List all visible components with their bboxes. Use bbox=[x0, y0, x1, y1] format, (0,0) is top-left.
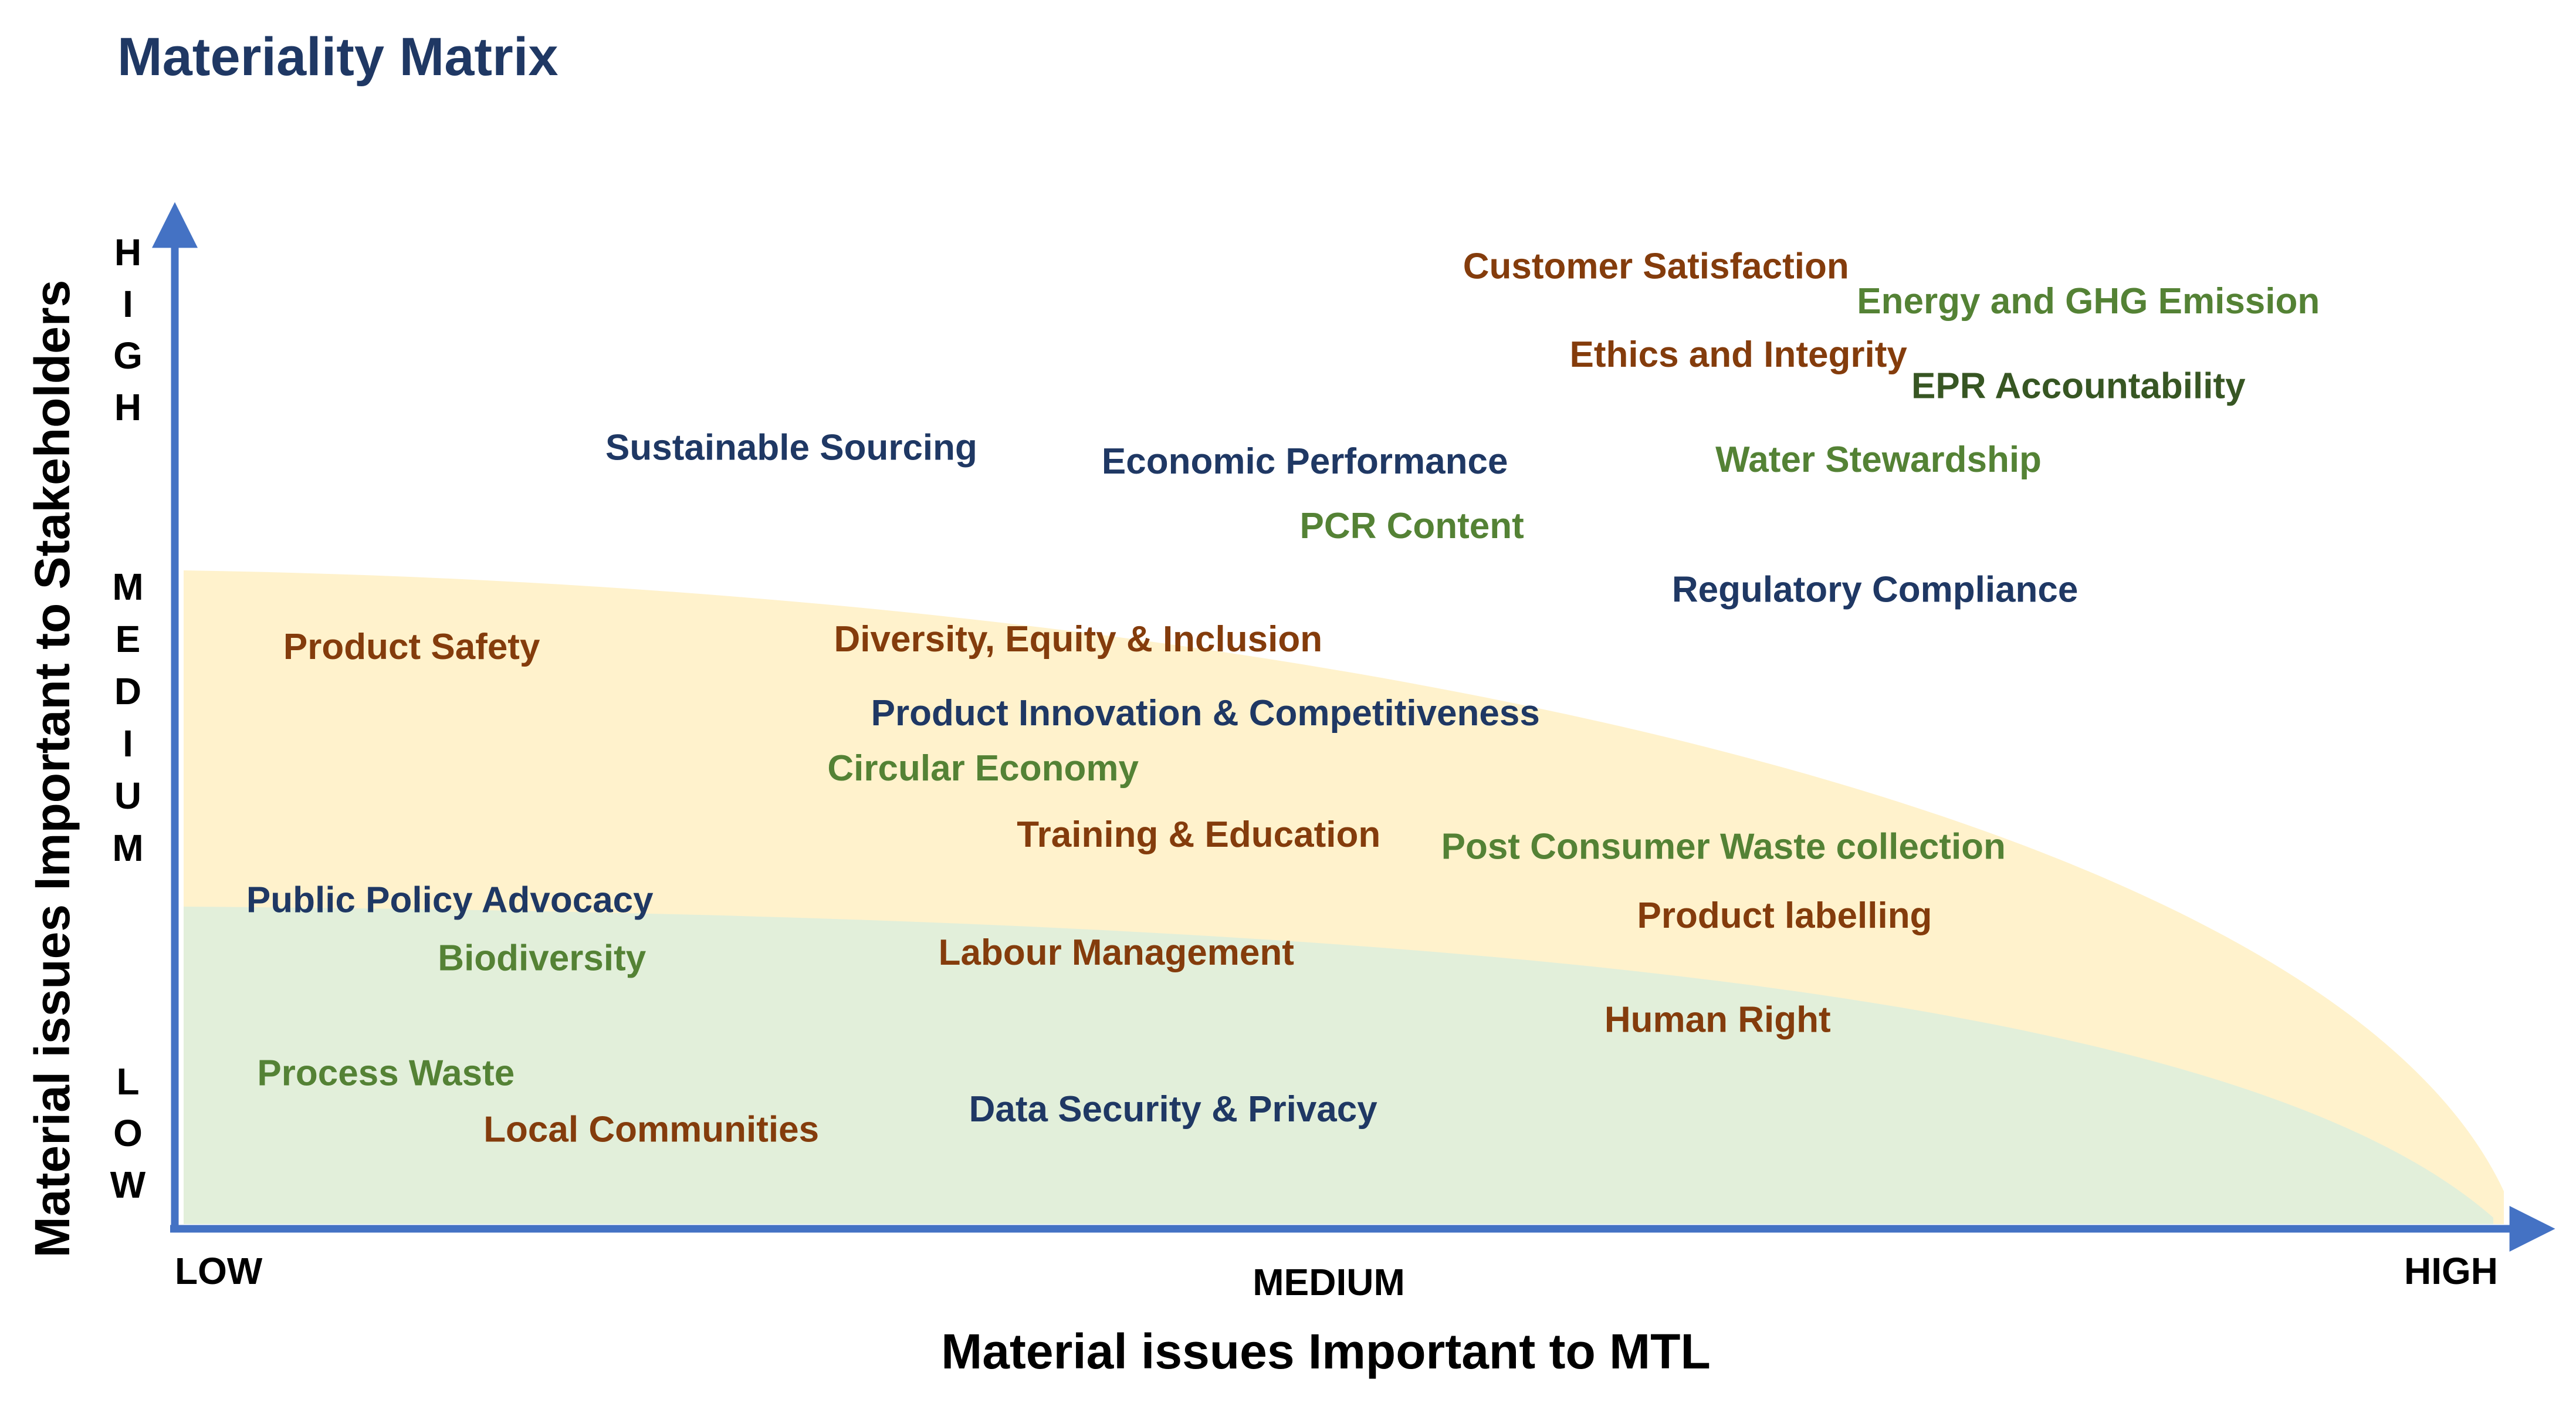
issue-label: Circular Economy bbox=[827, 748, 1139, 789]
issue-label: Economic Performance bbox=[1102, 441, 1508, 482]
issue-label: Customer Satisfaction bbox=[1463, 246, 1849, 286]
y-level-medium: MEDIUM bbox=[112, 566, 143, 869]
y-level-low-letter: O bbox=[113, 1112, 143, 1154]
issue-label: Sustainable Sourcing bbox=[605, 428, 977, 468]
issue-label: Data Security & Privacy bbox=[969, 1089, 1378, 1130]
issue-label: PCR Content bbox=[1300, 506, 1524, 546]
y-level-medium-letter: E bbox=[116, 618, 141, 660]
y-level-high-letter: H bbox=[114, 386, 141, 428]
y-level-medium-letter: U bbox=[114, 775, 141, 817]
x-tick-high: HIGH bbox=[2404, 1250, 2498, 1292]
issue-label: Product Safety bbox=[283, 627, 540, 667]
y-level-medium-letter: M bbox=[112, 566, 143, 608]
issue-label: Local Communities bbox=[483, 1110, 819, 1150]
issue-label: Product labelling bbox=[1637, 895, 1932, 936]
issue-label: Ethics and Integrity bbox=[1570, 334, 1908, 375]
issue-label: Diversity, Equity & Inclusion bbox=[834, 619, 1323, 660]
chart-title: Materiality Matrix bbox=[117, 27, 558, 87]
issue-label: Regulatory Compliance bbox=[1672, 570, 2078, 610]
issue-label: Public Policy Advocacy bbox=[246, 880, 654, 921]
issue-label: Biodiversity bbox=[438, 938, 646, 979]
issue-label: Labour Management bbox=[939, 932, 1294, 973]
y-level-low: LOW bbox=[110, 1060, 146, 1206]
issue-label: EPR Accountability bbox=[1911, 366, 2246, 407]
issue-label: Post Consumer Waste collection bbox=[1441, 827, 2006, 867]
y-level-low-letter: W bbox=[110, 1164, 146, 1206]
x-axis-title: Material issues Important to MTL bbox=[941, 1324, 1711, 1379]
y-level-low-letter: L bbox=[116, 1060, 139, 1103]
x-tick-medium: MEDIUM bbox=[1253, 1261, 1405, 1303]
y-level-high-letter: I bbox=[123, 283, 133, 325]
issue-label: Product Innovation & Competitiveness bbox=[871, 693, 1540, 734]
y-level-medium-letter: M bbox=[112, 827, 143, 869]
issue-label: Human Right bbox=[1605, 1000, 1831, 1040]
issue-label: Training & Education bbox=[1017, 814, 1380, 855]
y-level-high-letter: H bbox=[114, 231, 141, 273]
issue-label: Process Waste bbox=[257, 1053, 514, 1094]
issue-label: Energy and GHG Emission bbox=[1857, 281, 2320, 322]
band-low bbox=[184, 907, 2493, 1224]
x-tick-low: LOW bbox=[175, 1250, 263, 1292]
issue-label: Water Stewardship bbox=[1715, 440, 2042, 480]
y-level-medium-letter: D bbox=[114, 670, 141, 712]
y-level-medium-letter: I bbox=[123, 722, 133, 765]
y-level-high-letter: G bbox=[113, 334, 143, 377]
y-axis-title: Material issues Important to Stakeholder… bbox=[25, 280, 80, 1258]
y-level-high: HIGH bbox=[113, 231, 143, 428]
